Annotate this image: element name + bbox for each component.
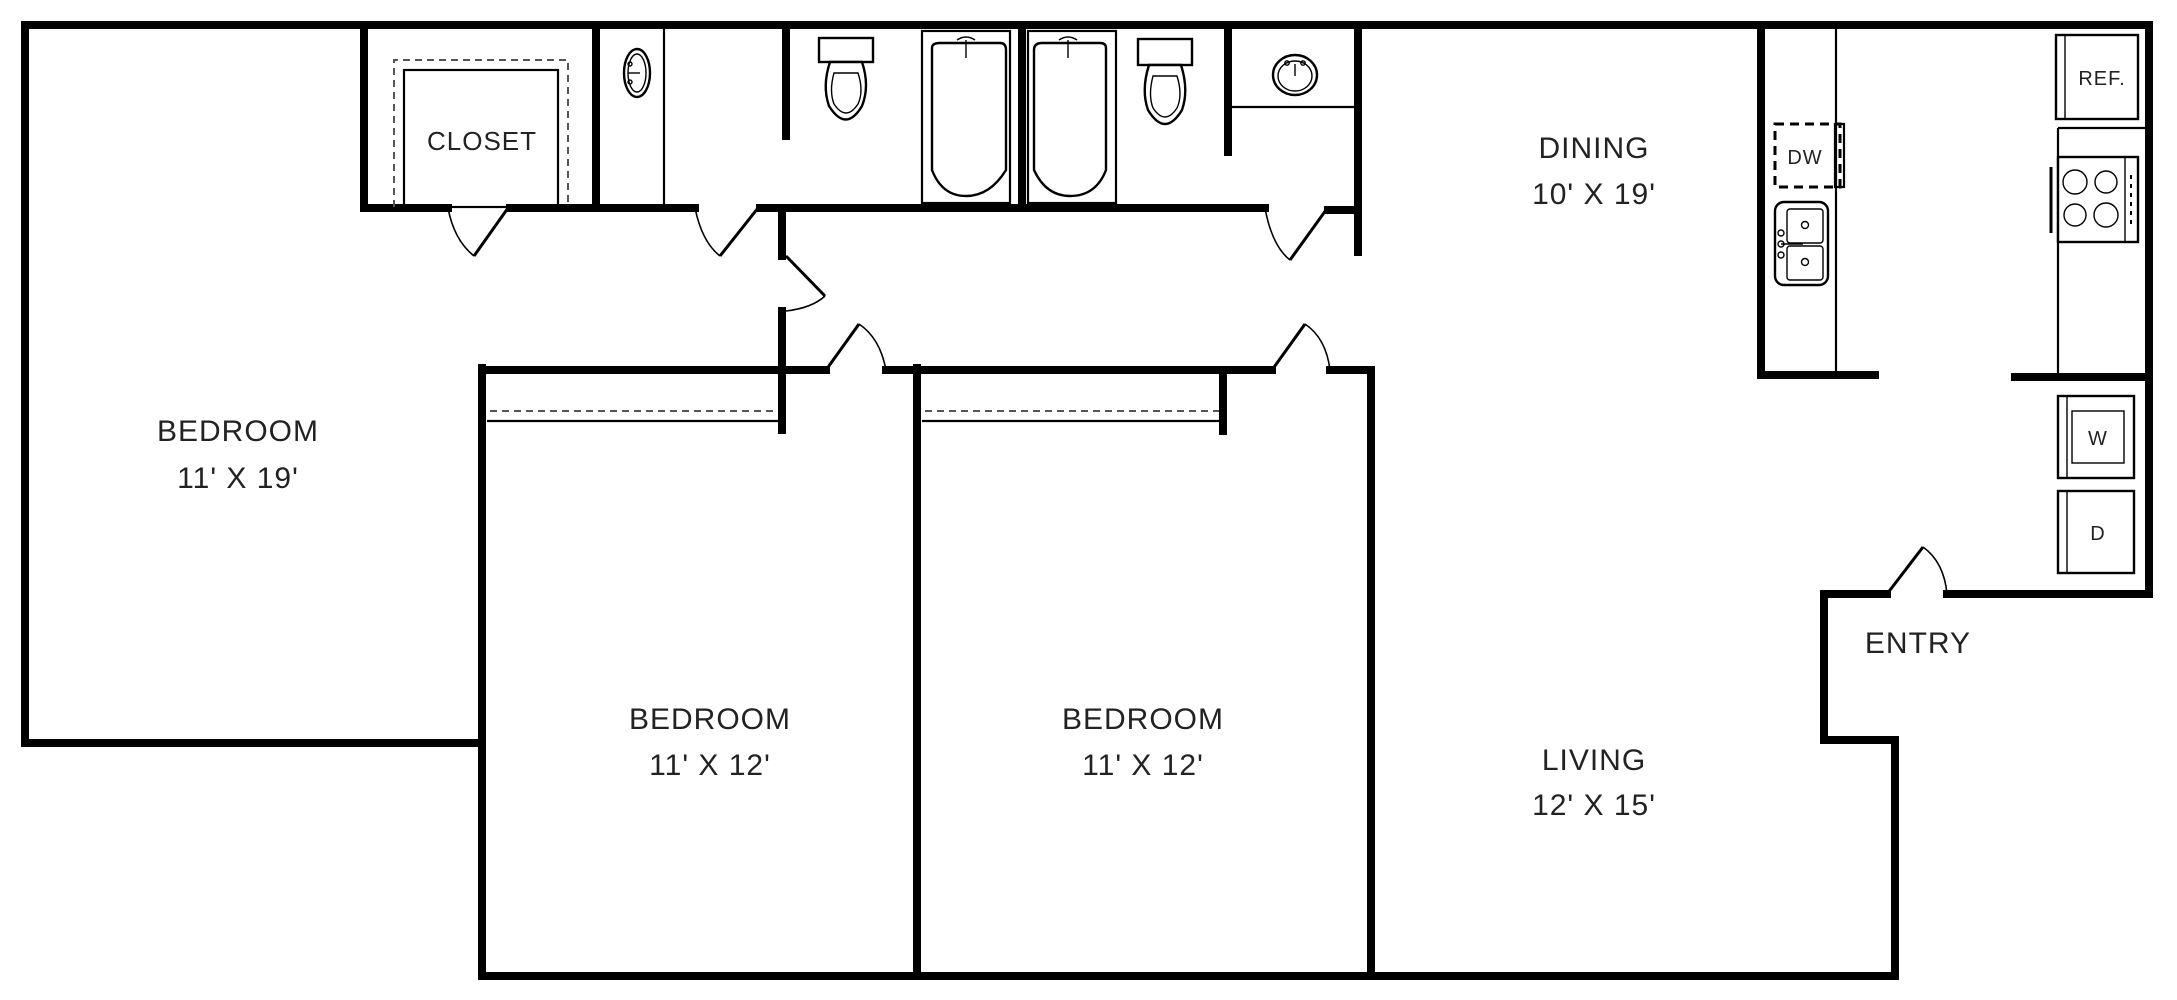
entry-label: ENTRY (1865, 627, 1971, 660)
dining-label: DINING 10' X 19' (1532, 132, 1656, 211)
toilet-icon (817, 36, 875, 121)
room-labels: BEDROOM 11' X 19' BEDROOM 11' X 12' BEDR… (157, 132, 1971, 822)
refrigerator-label: REF. (2078, 68, 2125, 90)
kitchen-sink-icon (1773, 200, 1830, 287)
bath-fixtures (622, 29, 1319, 205)
bedroom2-door[interactable] (824, 323, 887, 371)
dryer-label: D (2090, 523, 2105, 545)
toilet-icon (1136, 37, 1194, 126)
svg-text:BEDROOM: BEDROOM (1062, 703, 1224, 736)
bathroom-sink-icon (1271, 53, 1319, 97)
bedroom3-label: BEDROOM 11' X 12' (1062, 703, 1224, 782)
entry-door[interactable] (1885, 546, 1948, 595)
bedroom3-door[interactable] (1270, 323, 1331, 371)
washer: W (2056, 394, 2136, 480)
closet-label: CLOSET (427, 126, 537, 156)
washer-label: W (2088, 428, 2108, 450)
svg-text:11' X 12': 11' X 12' (1082, 749, 1204, 782)
svg-text:LIVING: LIVING (1542, 744, 1646, 777)
bath2-door[interactable] (1264, 207, 1328, 261)
doors (447, 207, 1948, 595)
svg-text:DINING: DINING (1539, 132, 1650, 165)
svg-text:12' X 15': 12' X 15' (1532, 789, 1656, 822)
bathtub-icon (920, 29, 1012, 205)
kitchen: DW REF. W (1773, 33, 2140, 575)
bedroom2-label: BEDROOM 11' X 12' (629, 703, 791, 782)
svg-text:BEDROOM: BEDROOM (157, 415, 319, 448)
svg-text:ENTRY: ENTRY (1865, 627, 1971, 660)
bathtub-icon (1026, 29, 1118, 205)
svg-text:10' X 19': 10' X 19' (1532, 178, 1656, 211)
dishwasher: DW (1773, 122, 1846, 189)
svg-text:11' X 12': 11' X 12' (649, 749, 771, 782)
living-label: LIVING 12' X 15' (1532, 744, 1656, 822)
bedroom1-door[interactable] (784, 254, 827, 312)
bedroom1-label: BEDROOM 11' X 19' (157, 415, 319, 495)
closet-door[interactable] (447, 207, 510, 257)
svg-text:11' X 19': 11' X 19' (177, 462, 299, 495)
closet: CLOSET (393, 59, 569, 209)
dryer: D (2056, 489, 2136, 575)
range-icon (2049, 155, 2140, 244)
thin-lines (487, 25, 2145, 423)
bath1-door[interactable] (694, 207, 760, 257)
bathroom-sink-icon (622, 47, 652, 99)
dishwasher-label: DW (1787, 147, 1822, 169)
refrigerator: REF. (2054, 33, 2140, 121)
svg-text:BEDROOM: BEDROOM (629, 703, 791, 736)
